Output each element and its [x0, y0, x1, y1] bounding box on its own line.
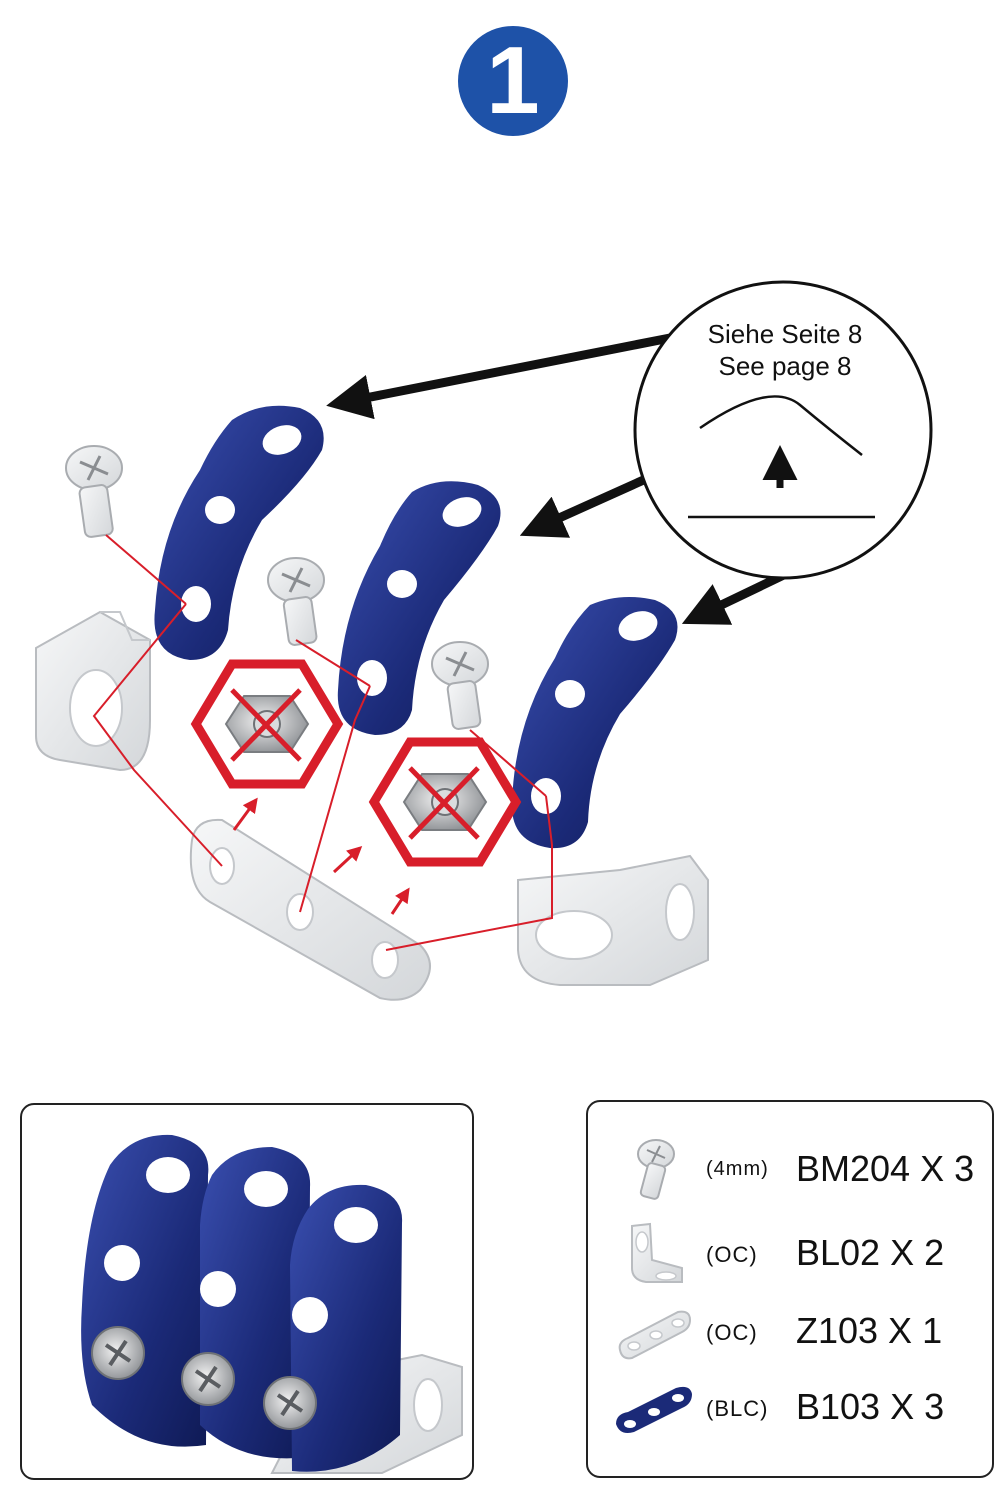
part-code: (OC)	[706, 1320, 758, 1345]
part-row-b103: (BLC) B103 X 3	[588, 1374, 992, 1444]
angle-bracket-icon	[631, 1222, 683, 1283]
part-label: Z103 X 1	[796, 1310, 943, 1351]
flat-strip-icon	[618, 1310, 692, 1360]
screw-icon	[637, 1139, 675, 1200]
no-nut-icon-2	[368, 737, 522, 867]
step-number-badge: 1	[458, 26, 568, 136]
part-row-bm204: (4mm) BM204 X 3	[588, 1136, 992, 1206]
angle-bracket-right	[517, 854, 709, 986]
part-label: BL02 X 2	[796, 1232, 945, 1273]
step-number: 1	[486, 27, 540, 134]
part-label: B103 X 3	[796, 1386, 945, 1427]
curved-strip-2	[337, 481, 501, 735]
part-row-bl02: (OC) BL02 X 2	[588, 1220, 992, 1290]
part-code: (4mm)	[706, 1158, 769, 1180]
callout-text: Siehe Seite 8 See page 8	[660, 318, 910, 382]
callout-line-german: Siehe Seite 8	[707, 319, 863, 349]
assembled-result-panel	[20, 1103, 474, 1480]
part-code: (OC)	[706, 1242, 758, 1267]
curved-strip-icon	[616, 1386, 692, 1433]
screw-3	[431, 641, 489, 730]
assembled-result-image	[81, 1134, 463, 1474]
assembly-guide-lines	[92, 534, 553, 951]
assembly-diagram	[35, 280, 933, 1001]
curved-strip-1	[154, 405, 324, 660]
part-code: (BLC)	[706, 1396, 769, 1421]
screw-1	[65, 445, 123, 538]
no-nut-icon-1	[190, 659, 344, 789]
angle-bracket-left	[35, 610, 151, 772]
callout-line-english: See page 8	[718, 351, 852, 381]
parts-list-panel: (4mm) BM204 X 3 (OC) BL02 X 2 (OC) Z103 …	[586, 1100, 994, 1478]
curved-strip-3	[511, 596, 678, 849]
part-row-z103: (OC) Z103 X 1	[588, 1298, 992, 1368]
callout-arrows	[326, 333, 792, 625]
screw-2	[267, 557, 325, 646]
part-label: BM204 X 3	[796, 1148, 975, 1189]
bend-direction-callout	[633, 280, 933, 580]
